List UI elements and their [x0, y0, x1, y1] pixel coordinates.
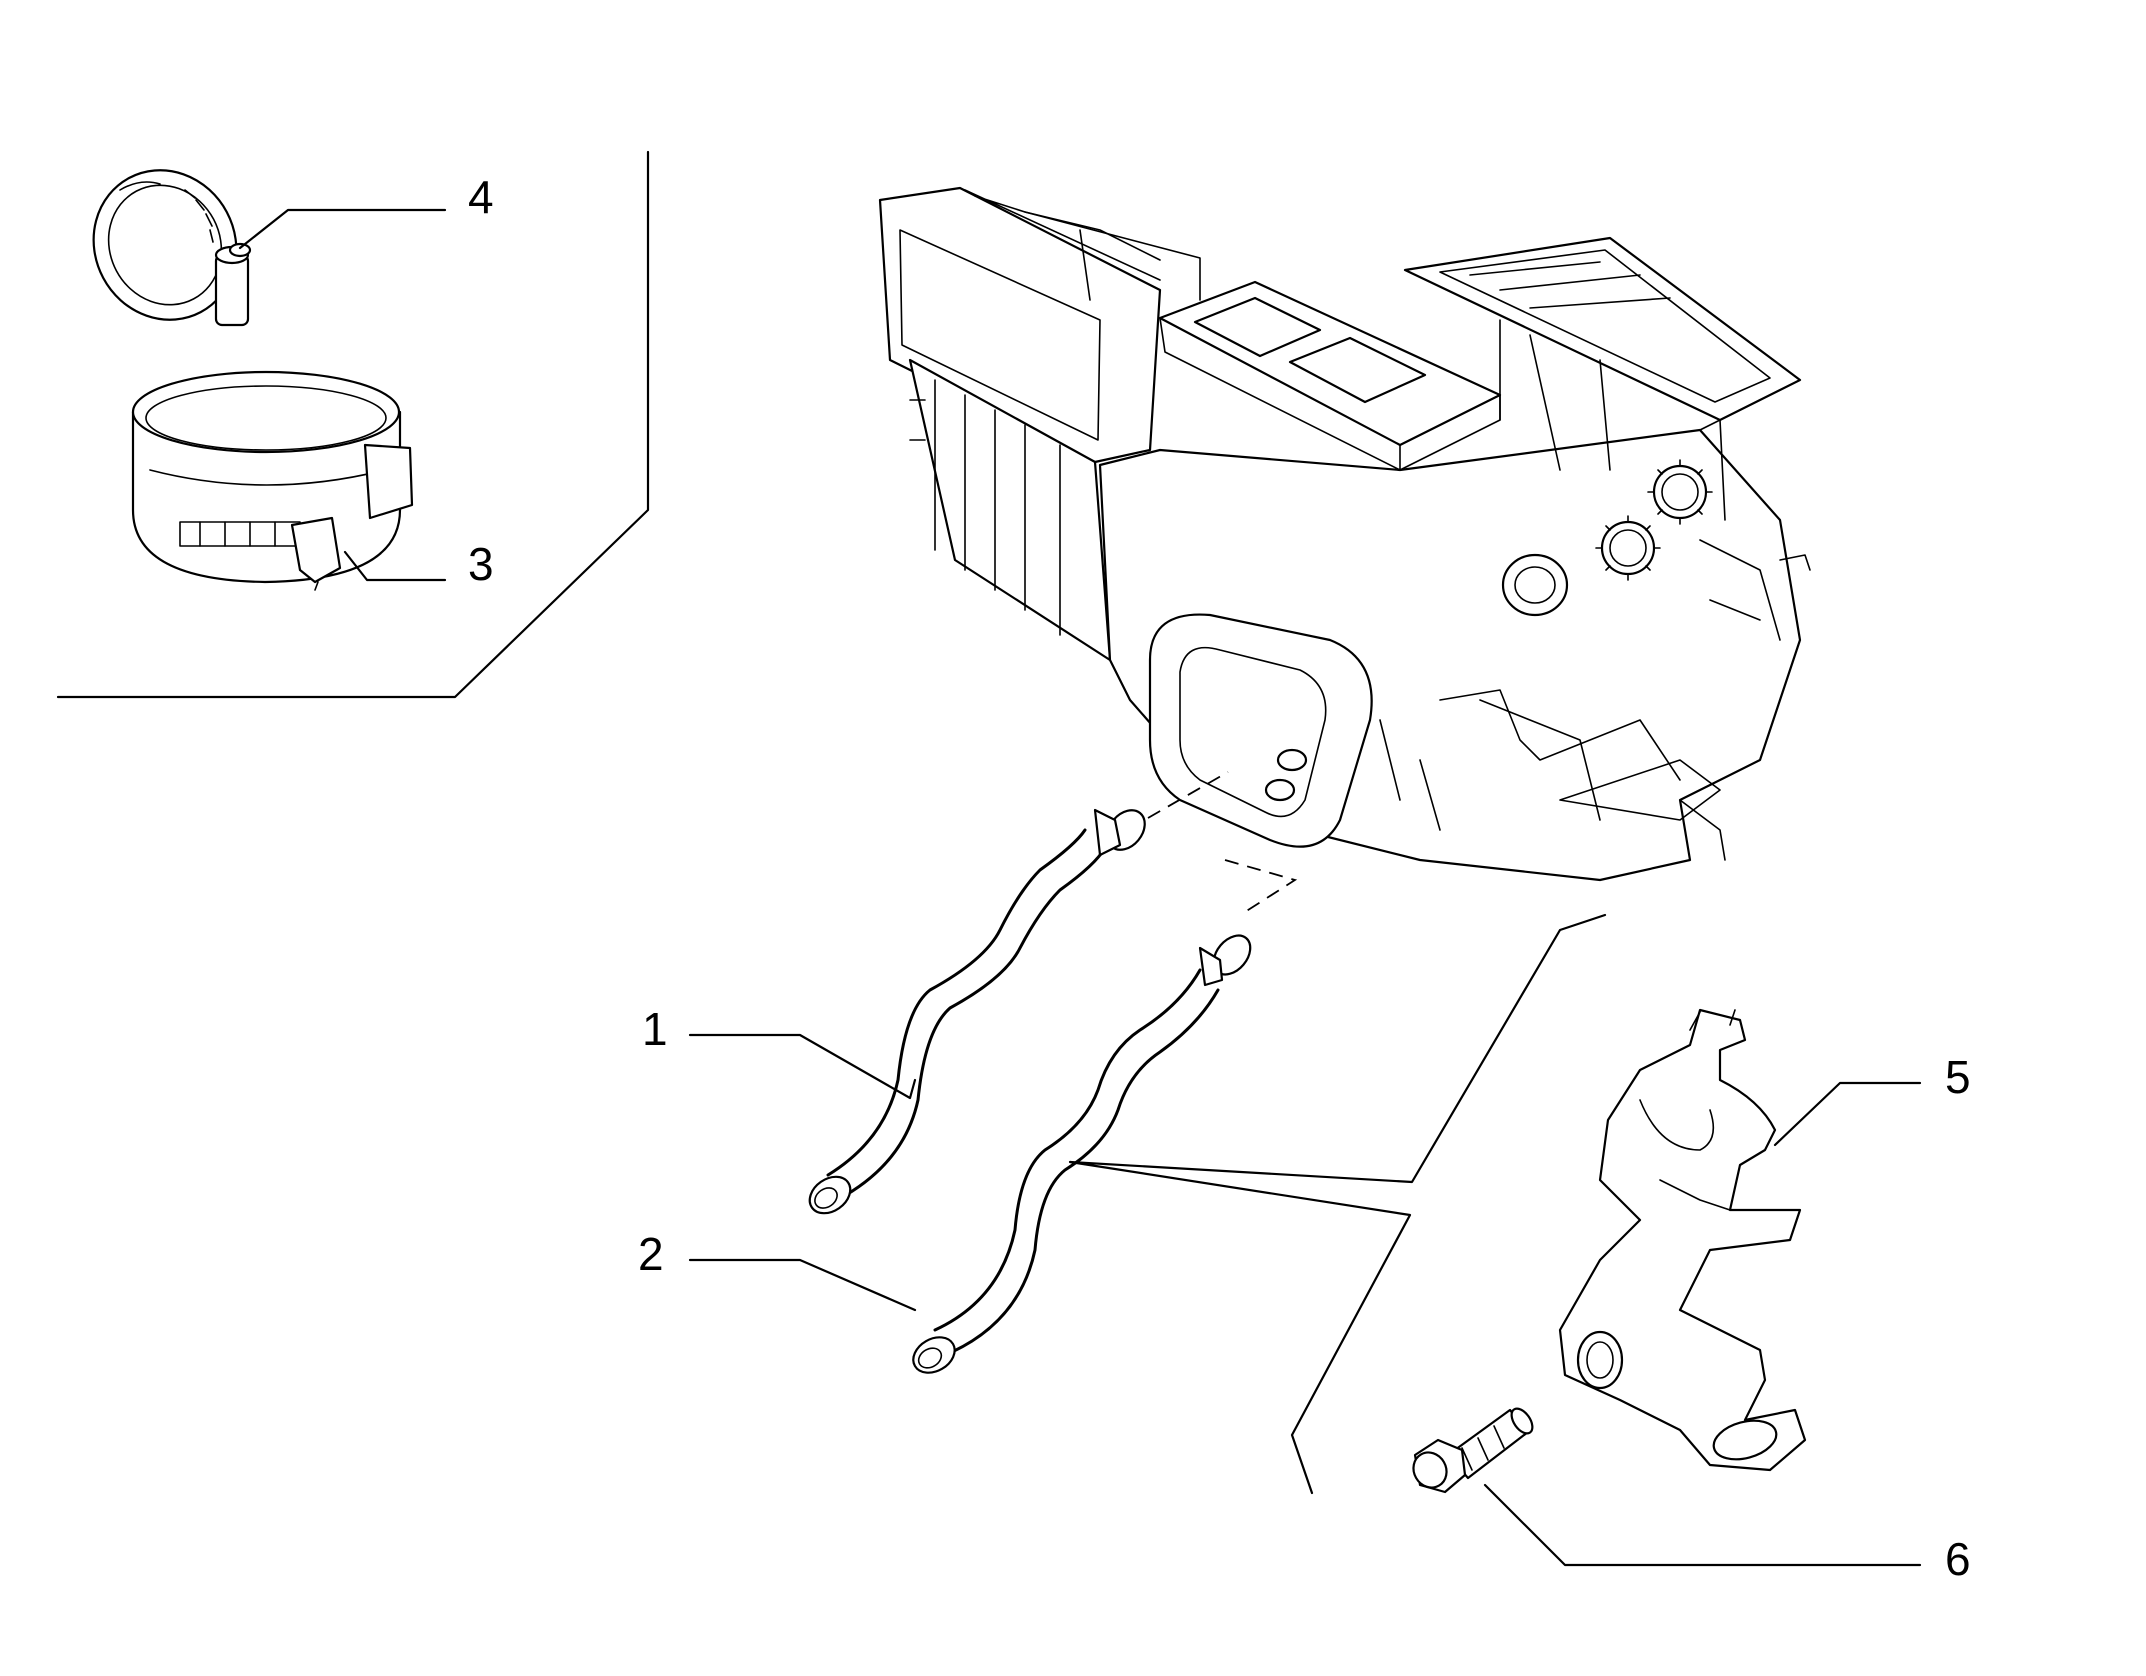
- callout-4: 4: [468, 171, 494, 223]
- callout-6: 6: [1945, 1533, 1971, 1585]
- callout-2: 2: [638, 1228, 664, 1280]
- leader-lines: [238, 208, 1922, 1567]
- callout-5: 5: [1945, 1051, 1971, 1103]
- flange-bolt-6: [1412, 1407, 1534, 1494]
- leader-4: [238, 208, 447, 250]
- inset-frame: [56, 150, 650, 699]
- hvac-unit-housing: [878, 186, 1811, 913]
- callout-labels: 1 2 3 4 5 6: [468, 171, 1971, 1585]
- callout-1: 1: [642, 1003, 668, 1055]
- hose-bracket-5: [1558, 1008, 1807, 1472]
- group-separator: [1068, 913, 1607, 1495]
- callout-3: 3: [468, 538, 494, 590]
- leader-1: [688, 1033, 917, 1100]
- band-clamp-3: [131, 370, 414, 591]
- heater-hose-1: [808, 808, 1146, 1215]
- leader-2: [688, 1258, 917, 1312]
- leader-3: [343, 550, 447, 582]
- heater-hose-2: [912, 934, 1252, 1374]
- leader-6: [1483, 1483, 1922, 1567]
- hose-clamp-4: [92, 169, 252, 327]
- leader-5: [1773, 1081, 1922, 1147]
